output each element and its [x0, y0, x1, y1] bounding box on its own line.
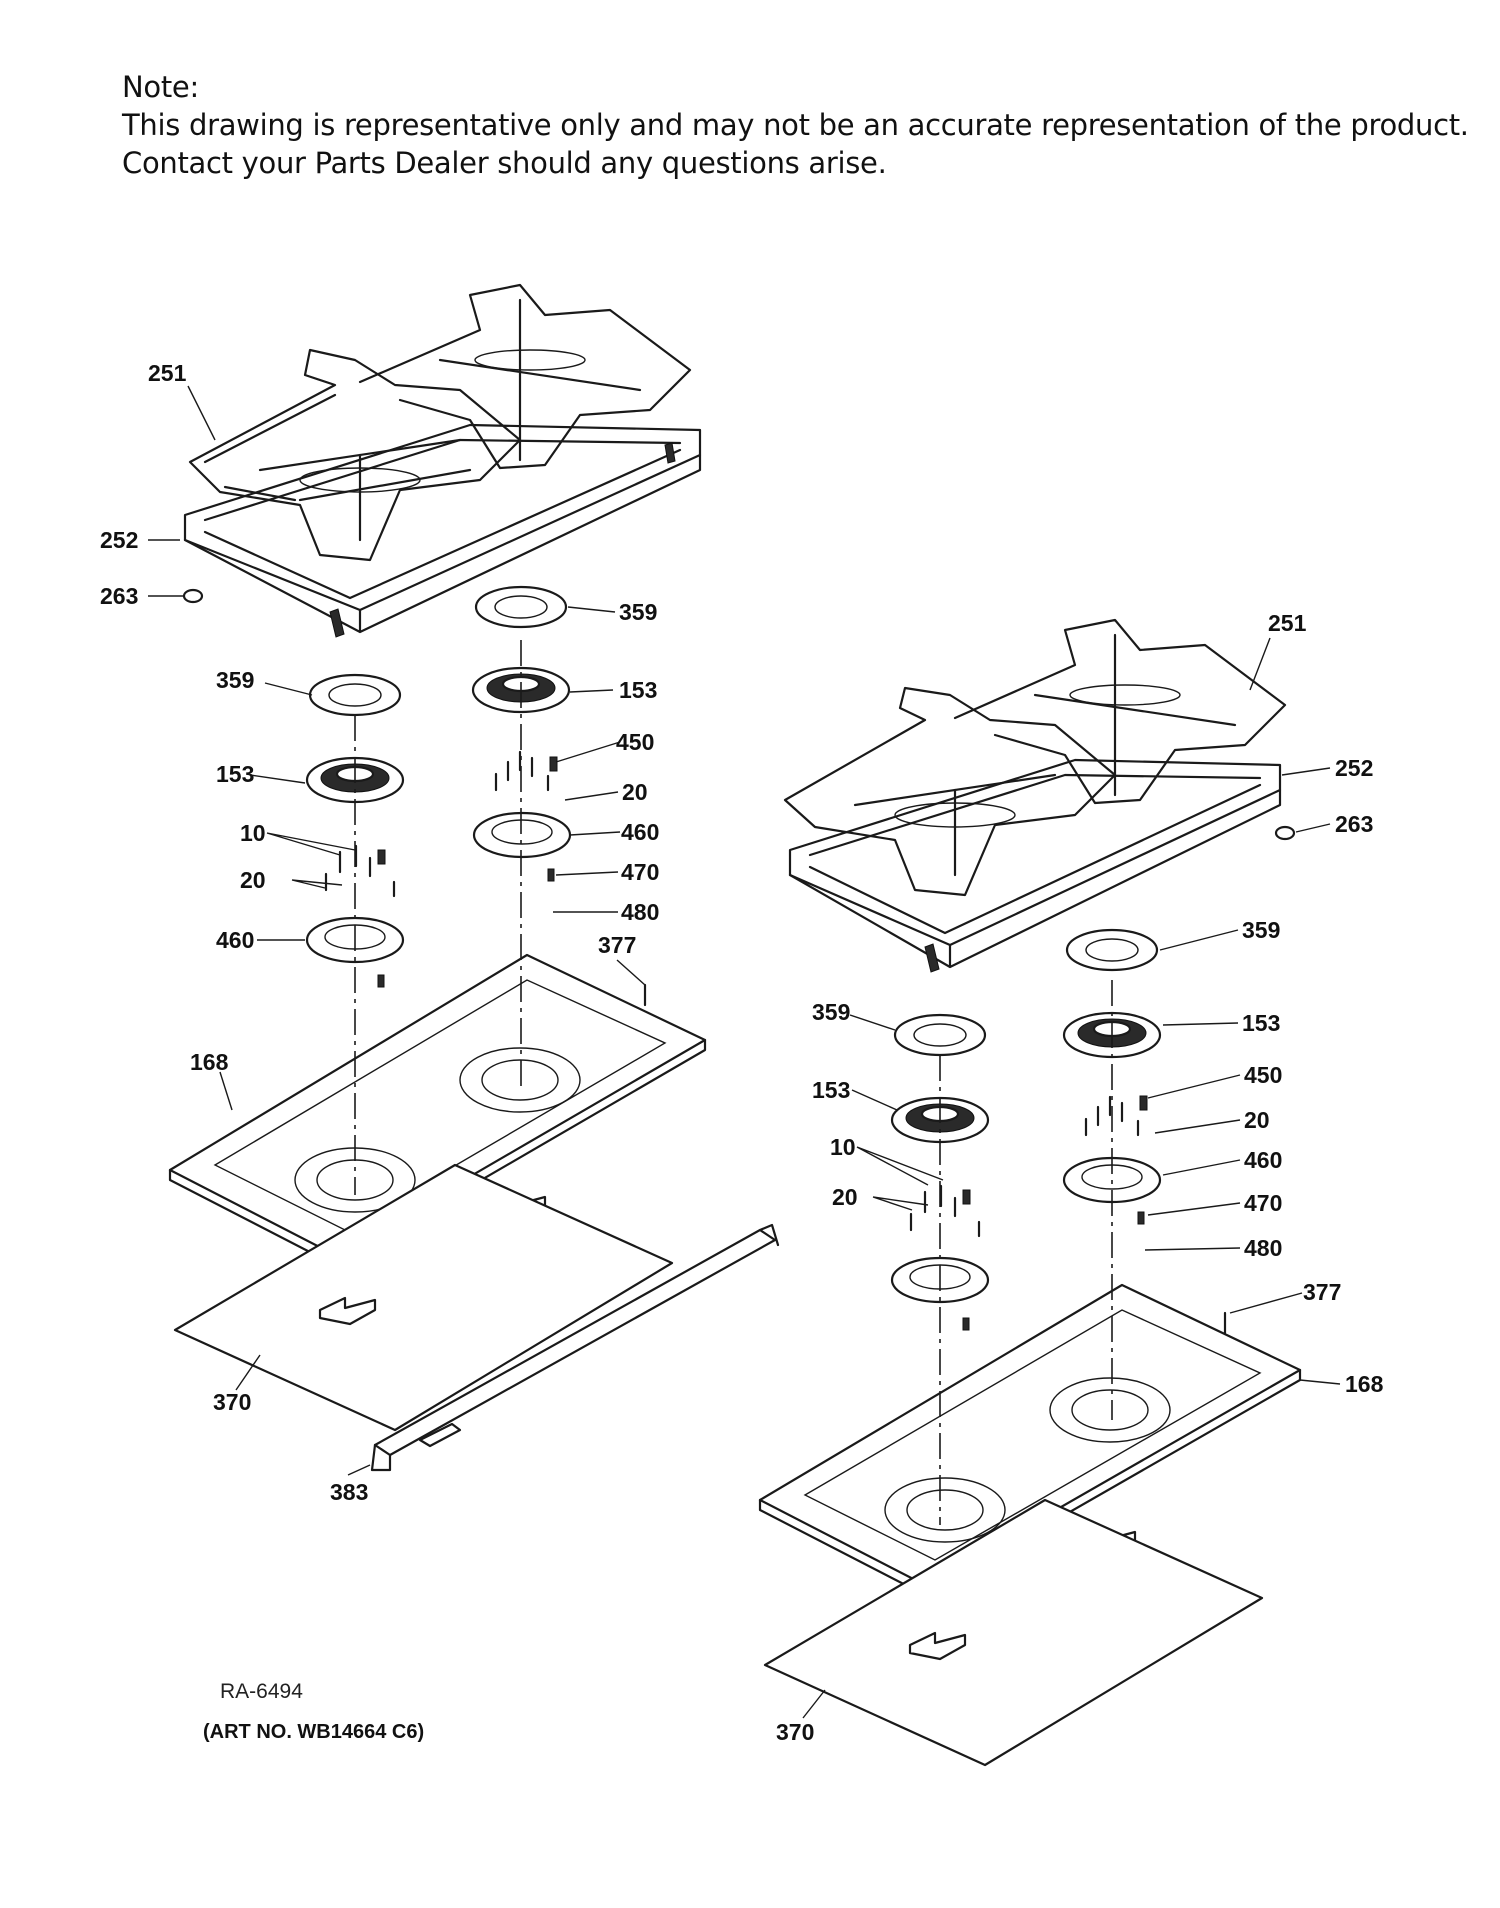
label-insulation: 370 [213, 1389, 251, 1415]
left-part-labels: 251 252 263 359 359 153 450 153 20 10 46… [100, 360, 659, 1505]
left-grates [188, 283, 692, 562]
label-head-rear: 153 [1242, 1010, 1280, 1036]
label-foot: 263 [100, 583, 138, 609]
label-cap-front: 359 [216, 667, 254, 693]
label-bracket: 383 [330, 1479, 368, 1505]
label-screws-front-b: 20 [240, 867, 266, 893]
art-number: (ART NO. WB14664 C6) [203, 1721, 424, 1743]
label-cooktop-frame: 252 [100, 527, 138, 553]
label-screw-rear: 20 [622, 779, 648, 805]
label-electrode-rear: 450 [1244, 1062, 1282, 1088]
label-base-rear: 460 [621, 819, 659, 845]
note-line-2: Contact your Parts Dealer should any que… [122, 146, 887, 180]
label-screws-front: 10 [240, 820, 266, 846]
note-heading: Note: [122, 70, 199, 104]
label-head-rear: 153 [619, 677, 657, 703]
right-cooktop-frame [788, 758, 1282, 973]
label-screws-front-b: 20 [832, 1184, 858, 1210]
label-insulation: 370 [776, 1719, 814, 1745]
label-cap-front: 359 [812, 999, 850, 1025]
label-orifice-rear: 480 [621, 899, 659, 925]
note-line-1: This drawing is representative only and … [122, 108, 1469, 142]
right-burner-box [758, 1283, 1302, 1597]
label-foot: 263 [1335, 811, 1373, 837]
label-electrode-rear: 450 [616, 729, 654, 755]
ref-code: RA-6494 [220, 1680, 303, 1703]
label-spring-rear: 470 [1244, 1190, 1282, 1216]
leader-lines [148, 385, 1341, 1719]
label-grate: 251 [1268, 610, 1307, 636]
label-base-rear: 460 [1244, 1147, 1282, 1173]
right-grates [783, 618, 1287, 897]
label-screws-front: 10 [830, 1134, 856, 1160]
label-burner-box: 168 [1345, 1371, 1384, 1397]
left-insulation [173, 1163, 674, 1432]
left-bracket [370, 1223, 780, 1472]
label-base-front: 460 [216, 927, 254, 953]
label-orifice-rear: 480 [1244, 1235, 1282, 1261]
label-head-front: 153 [812, 1077, 850, 1103]
label-head-front: 153 [216, 761, 254, 787]
right-insulation [763, 1498, 1264, 1767]
right-part-labels: 251 252 263 359 359 153 450 153 20 10 46… [776, 610, 1384, 1745]
label-screw-pan: 377 [598, 932, 636, 958]
right-rear-burner [1062, 928, 1162, 1225]
label-cooktop-frame: 252 [1335, 755, 1373, 781]
label-burner-box: 168 [190, 1049, 229, 1075]
label-screw-rear: 20 [1244, 1107, 1270, 1133]
label-screw-pan: 377 [1303, 1279, 1341, 1305]
label-grate: 251 [148, 360, 187, 386]
left-foot [182, 588, 204, 604]
right-foot [1274, 825, 1296, 841]
label-spring-rear: 470 [621, 859, 659, 885]
label-cap-rear: 359 [1242, 917, 1280, 943]
label-cap-rear: 359 [619, 599, 657, 625]
